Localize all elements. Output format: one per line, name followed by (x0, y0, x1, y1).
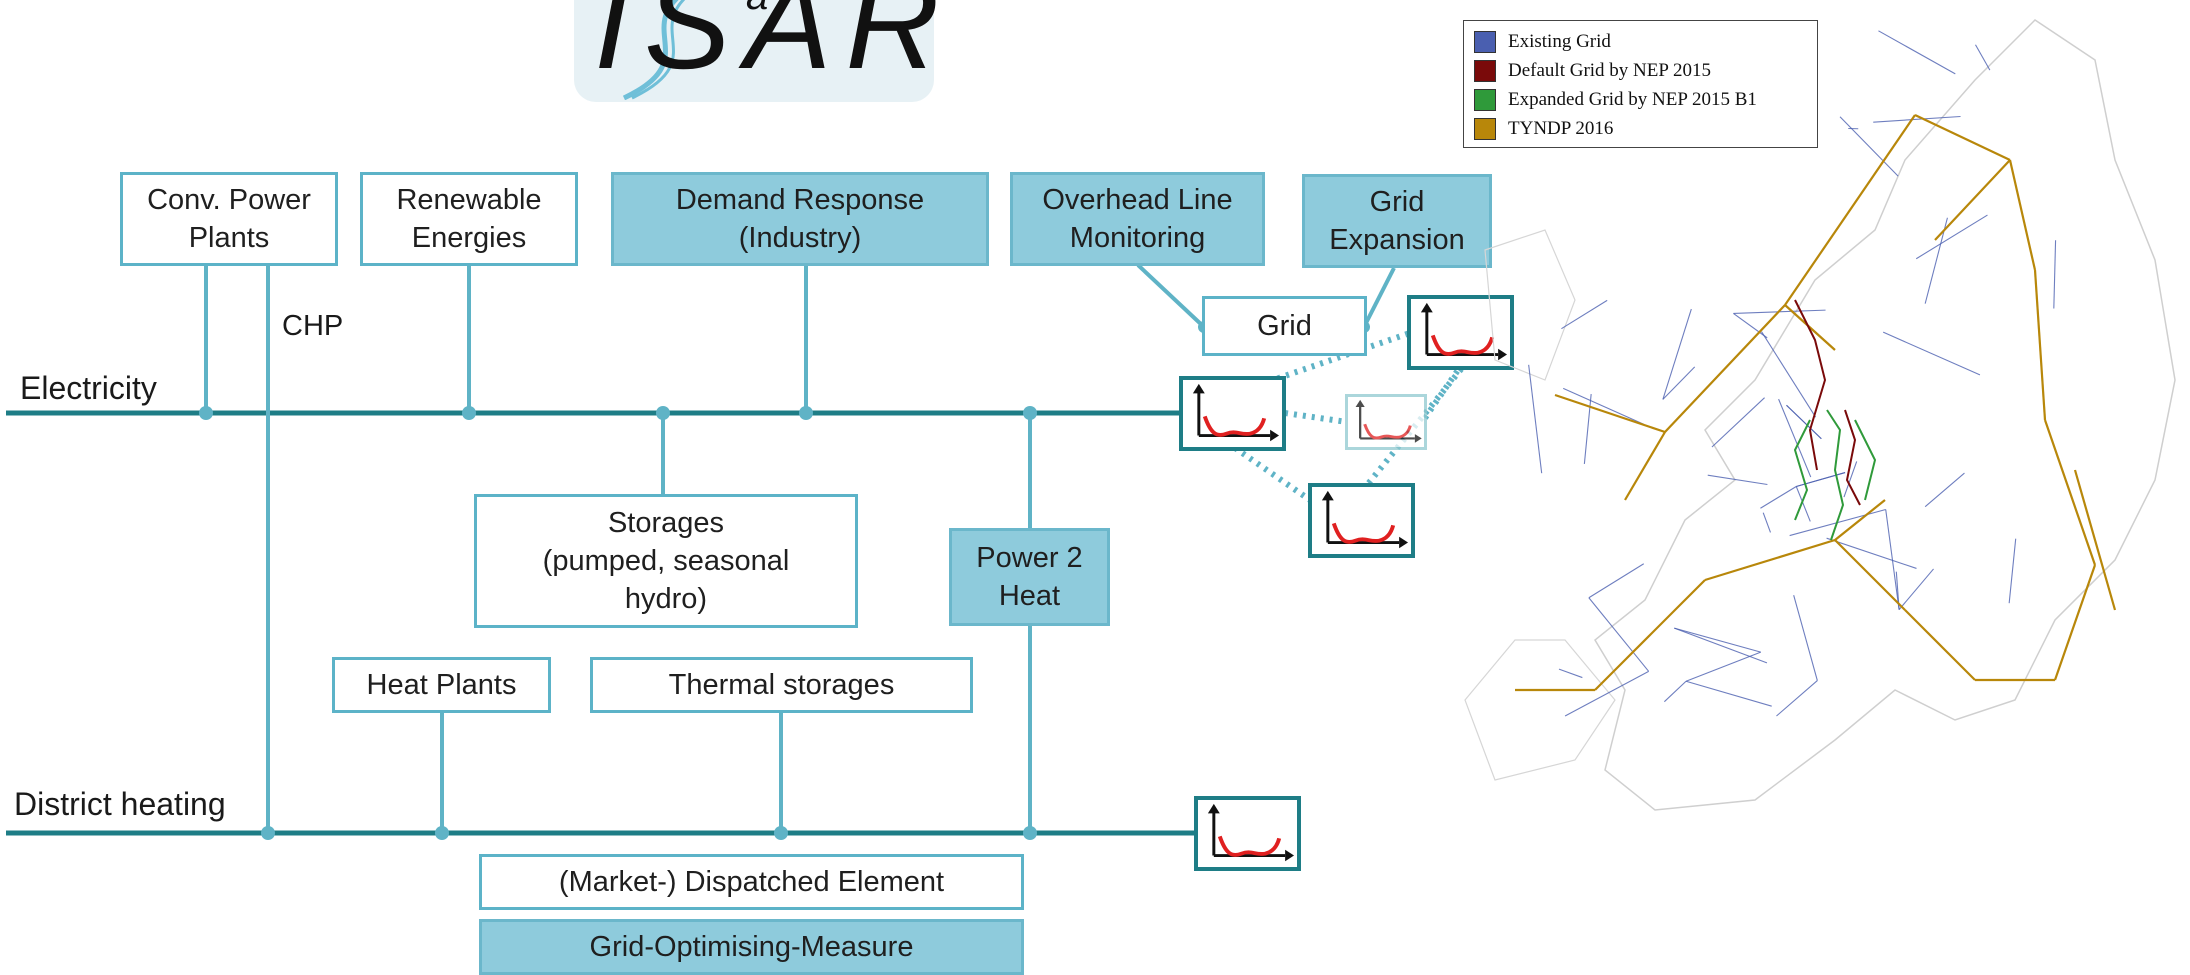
legend-label: Existing Grid (1508, 31, 1611, 53)
existing-grid-line (1686, 681, 1772, 706)
load-curve-icon (1179, 376, 1286, 451)
tyndp-line (2010, 160, 2035, 270)
existing-grid-line (1674, 628, 1767, 663)
legend-item: TYNDP 2016 (1474, 114, 1807, 143)
existing-grid-line (1663, 309, 1691, 399)
existing-grid-line (1686, 652, 1761, 681)
tyndp-line (1705, 540, 1835, 580)
existing-grid-line (1763, 513, 1770, 533)
tyndp-line (1665, 305, 1785, 432)
conv-power-plants-box: Conv. Power Plants (120, 172, 338, 266)
heat-plants-box: Heat Plants (332, 657, 551, 713)
load-curve-icon (1194, 796, 1301, 871)
existing-grid-line (1827, 538, 1917, 568)
existing-grid-line (1708, 475, 1768, 484)
tyndp-line (1915, 115, 2010, 160)
existing-grid-line (1561, 300, 1607, 328)
existing-grid-line (1796, 486, 1810, 521)
existing-grid-line (1589, 598, 1649, 672)
grid-optimising-measure-key: Grid-Optimising-Measure (479, 919, 1024, 975)
existing-grid-line (1674, 628, 1760, 652)
legend-item: Default Grid by NEP 2015 (1474, 56, 1807, 85)
tyndp-line (2045, 420, 2095, 565)
existing-grid-line (1529, 365, 1542, 473)
existing-grid-line (1883, 332, 1980, 375)
overhead-line-monitoring-box: Overhead Line Monitoring (1010, 172, 1265, 266)
tyndp-line (1625, 432, 1665, 500)
demand-response-box: Demand Response (Industry) (611, 172, 989, 266)
existing-grid-line (1559, 669, 1582, 677)
nep-expanded-line (1855, 420, 1875, 500)
existing-grid-line (1899, 569, 1933, 610)
tyndp-line (1905, 610, 1975, 680)
chp-label: CHP (282, 310, 343, 343)
map-legend: Existing Grid Default Grid by NEP 2015 E… (1463, 20, 1818, 148)
storages-box: Storages (pumped, seasonal hydro) (474, 494, 858, 628)
nep-default-line (1795, 300, 1825, 470)
legend-label: Default Grid by NEP 2015 (1508, 60, 1711, 82)
british-isles-outline (1485, 230, 1575, 380)
power-2-heat-box: Power 2 Heat (949, 528, 1110, 626)
existing-grid-line (1975, 45, 1989, 70)
iberia-outline (1465, 640, 1615, 780)
renewable-energies-box: Renewable Energies (360, 172, 578, 266)
existing-grid-line (1886, 510, 1899, 610)
dispatched-element-key: (Market-) Dispatched Element (479, 854, 1024, 910)
existing-grid-line (1760, 486, 1796, 508)
existing-grid-line (1664, 681, 1686, 701)
existing-grid-line (2054, 240, 2056, 308)
existing-grid-line (1779, 399, 1811, 477)
tyndp-line (2035, 270, 2045, 420)
existing-grid-line (1840, 117, 1898, 176)
district-heating-label: District heating (14, 786, 226, 823)
existing-grid-line (1733, 313, 1767, 337)
legend-label: Expanded Grid by NEP 2015 B1 (1508, 89, 1757, 111)
tyndp-line (1785, 305, 1835, 350)
legend-swatch (1474, 31, 1496, 53)
existing-grid-line (1563, 388, 1644, 424)
existing-grid-line (1873, 116, 1960, 122)
existing-grid-line (1762, 332, 1816, 417)
legend-swatch (1474, 89, 1496, 111)
tyndp-line (1935, 160, 2010, 240)
tyndp-line (2055, 565, 2095, 680)
tyndp-line (1555, 395, 1665, 432)
load-curve-icon (1345, 394, 1427, 450)
existing-grid-line (1878, 31, 1955, 74)
tyndp-line (2075, 470, 2115, 610)
existing-grid-line (1589, 564, 1644, 598)
legend-item: Expanded Grid by NEP 2015 B1 (1474, 85, 1807, 114)
existing-grid-line (1776, 681, 1817, 716)
legend-label: TYNDP 2016 (1508, 118, 1613, 140)
load-curve-icon (1308, 483, 1415, 558)
grid-box: Grid (1202, 296, 1367, 356)
existing-grid-line (1925, 473, 1964, 507)
tyndp-line (1595, 580, 1705, 690)
legend-item: Existing Grid (1474, 27, 1807, 56)
existing-grid-line (2009, 539, 2016, 603)
existing-grid-line (1712, 398, 1765, 447)
existing-grid-line (1794, 595, 1818, 680)
thermal-storages-box: Thermal storages (590, 657, 973, 713)
electricity-label: Electricity (20, 370, 157, 407)
legend-swatch (1474, 118, 1496, 140)
legend-swatch (1474, 60, 1496, 82)
